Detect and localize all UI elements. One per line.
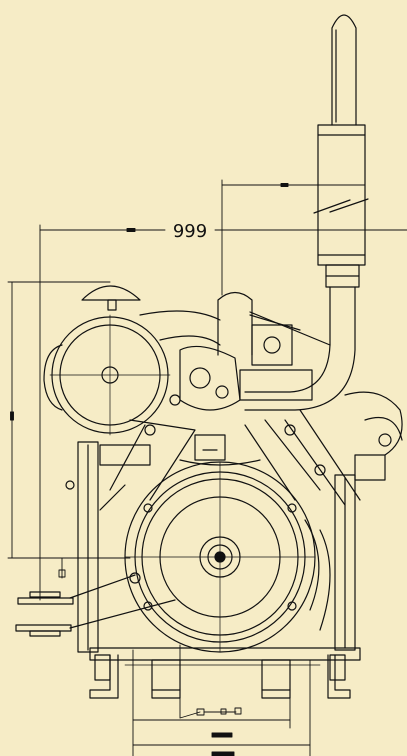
base-rail [89,647,361,661]
dimension-arrow-mark [211,751,235,756]
muffler [317,124,366,266]
right-bank-pipe [299,409,361,501]
left-frame-rail [77,441,99,653]
air-cleaner [43,285,221,436]
engine-base [89,647,361,699]
engine-v-bank [109,394,326,501]
right-bank [244,424,296,501]
dimension-arrow-mark [211,732,233,738]
air-intake-duct [139,310,221,321]
exhaust-tailpipe [331,14,357,126]
turbo-body [239,369,313,401]
dimension-label-bg [166,218,214,242]
dimension-lines [7,179,407,756]
dimension-arrow-mark [280,183,289,187]
engine-frame [65,441,356,653]
right-manifold-pipe [344,391,403,456]
base-mount-left [151,659,181,699]
callout-leader [179,644,201,719]
accessory-bar [15,624,72,632]
center-box [194,434,226,461]
callout-box [196,708,205,716]
exhaust-stack [244,14,369,411]
exhaust-elbow-outer [244,286,331,393]
dimension-arrow-mark [126,228,136,232]
accessory-bar [17,597,74,605]
right-foot [327,654,351,699]
left-foot [89,654,119,699]
flywheel-housing [124,461,331,653]
air-cleaner-side-bulge [43,344,63,411]
dimension-arrow-mark [10,411,14,421]
turbo-housing [251,324,293,366]
left-bank [129,419,196,501]
intake-pipe [217,291,253,356]
air-cleaner-cap [81,285,141,301]
callout-box [220,708,227,715]
width-dimension-label: 999 [173,221,207,242]
callout-box [58,569,66,578]
left-accessories [15,572,176,637]
housing-side-hose [304,519,320,611]
right-frame-rail [334,474,356,651]
base-mount-right [261,659,291,699]
turbocharger-assembly [179,291,331,411]
intake-manifold [179,345,241,411]
callout-box [234,707,242,715]
left-mount-bracket [99,444,151,466]
